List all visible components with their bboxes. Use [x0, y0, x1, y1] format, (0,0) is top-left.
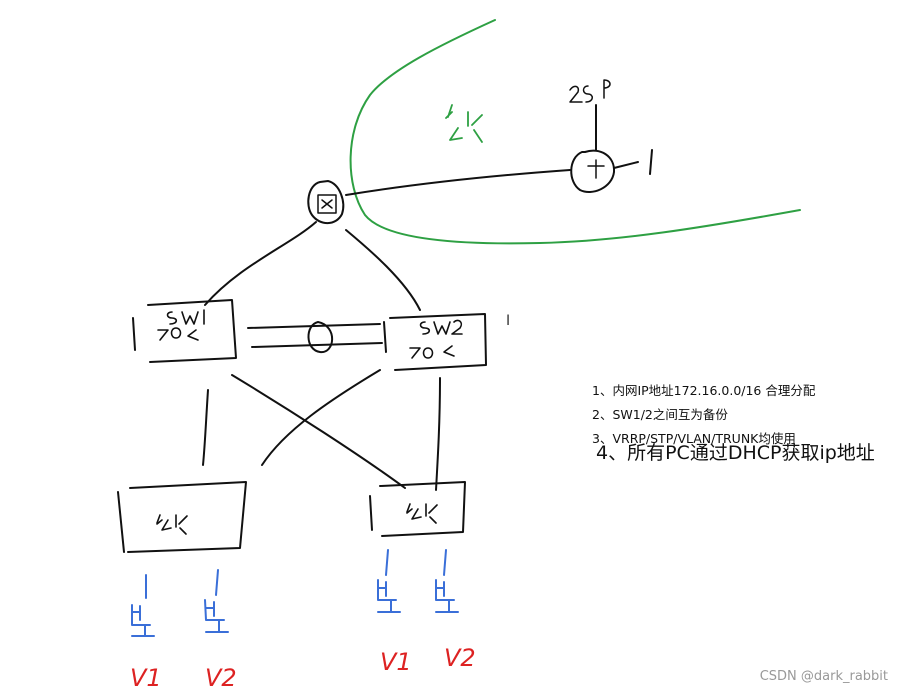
requirement-item-2: 2、SW1/2之间互为备份 [592, 407, 728, 422]
link-r1-sw2 [345, 229, 421, 311]
vlan-label: V2 [205, 664, 237, 692]
link-sw2-acc2 [435, 377, 441, 491]
link-r1-isp [345, 169, 571, 196]
pc-2 [204, 569, 229, 633]
access-switch-2-glyph [406, 503, 438, 524]
label-2sp-glyph [569, 79, 611, 103]
sw1-box [147, 299, 237, 363]
pc-1 [131, 574, 155, 637]
router-isp-glyph [587, 159, 605, 179]
access-switch-1-glyph [156, 514, 188, 535]
watermark: CSDN @dark_rabbit [759, 669, 888, 684]
link-isp-right [613, 149, 653, 175]
text-cursor-icon: I [506, 313, 511, 329]
vlan-label: V1 [130, 664, 162, 692]
access-switch-2-box [379, 481, 466, 537]
access-switch-1-left-bar [117, 491, 125, 553]
isp-cloud-label-glyph [445, 104, 483, 143]
link-sw1-sw2-a [247, 323, 381, 329]
vlan-label: V2 [444, 644, 476, 672]
link-sw2-acc1 [261, 369, 381, 466]
requirement-item-3: 3、VRRP/STP/VLAN/TRUNK均使用 [592, 431, 796, 446]
vlan-label: V1 [380, 648, 412, 676]
router-isp [570, 149, 616, 193]
requirement-item-4: 4、所有PC通过DHCP获取ip地址 [596, 442, 875, 464]
link-r1-sw1 [204, 221, 317, 306]
sw2-left-bar [383, 321, 387, 353]
sw1-label-glyph [157, 309, 205, 341]
sw2-label-glyph [409, 319, 463, 359]
link-sw1-acc1 [202, 389, 209, 466]
requirement-item-1: 1、内网IP地址172.16.0.0/16 合理分配 [592, 383, 816, 398]
router-r1-glyph [317, 194, 337, 214]
eth-trunk-loop [307, 321, 334, 353]
isp-cloud-outline [349, 19, 801, 245]
pc-3 [377, 549, 401, 613]
sw1-left-bar [132, 317, 136, 351]
link-sw1-sw2-b [251, 342, 383, 348]
sw2-box [389, 313, 487, 371]
router-r1 [307, 180, 345, 225]
pc-4 [435, 549, 459, 613]
access-switch-1-box [127, 481, 247, 553]
link-sw1-acc2 [231, 374, 406, 489]
access-switch-2-left-bar [369, 495, 373, 531]
